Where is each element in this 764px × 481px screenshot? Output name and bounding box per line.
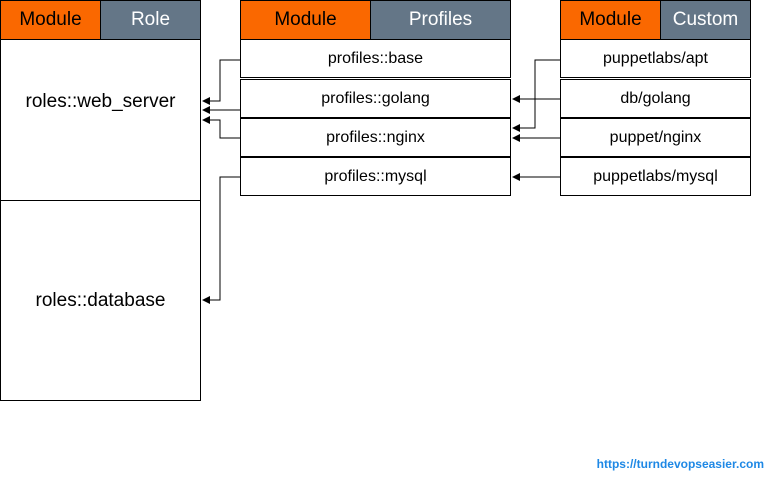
profile-golang: profiles::golang: [240, 79, 511, 118]
custom-header-custom: Custom: [660, 0, 751, 40]
role-database-label: roles::database: [35, 289, 166, 311]
profile-mysql: profiles::mysql: [240, 157, 511, 196]
role-web-server: roles::web_server: [0, 39, 201, 201]
arrow-base-to-web-server: [202, 59, 240, 105]
custom-puppet-nginx: puppet/nginx: [560, 118, 751, 157]
arrow-mysql-to-database: [202, 176, 240, 304]
arrow-nginx-to-web-server: [202, 116, 240, 139]
role-database: roles::database: [0, 200, 201, 401]
custom-puppetlabs-apt: puppetlabs/apt: [560, 39, 751, 78]
profile-nginx: profiles::nginx: [240, 118, 511, 157]
role-web-server-label: roles::web_server: [25, 91, 176, 112]
custom-header-module: Module: [560, 0, 661, 40]
arrow-apt-to-nginx: [512, 59, 560, 132]
profiles-header-module: Module: [240, 0, 371, 40]
custom-db-golang: db/golang: [560, 79, 751, 118]
profiles-header-profiles: Profiles: [370, 0, 511, 40]
custom-puppetlabs-mysql: puppetlabs/mysql: [560, 157, 751, 196]
roles-header-module: Module: [0, 0, 101, 40]
footer-url-link[interactable]: https://turndevopseasier.com: [596, 457, 764, 471]
profile-base: profiles::base: [240, 39, 511, 78]
